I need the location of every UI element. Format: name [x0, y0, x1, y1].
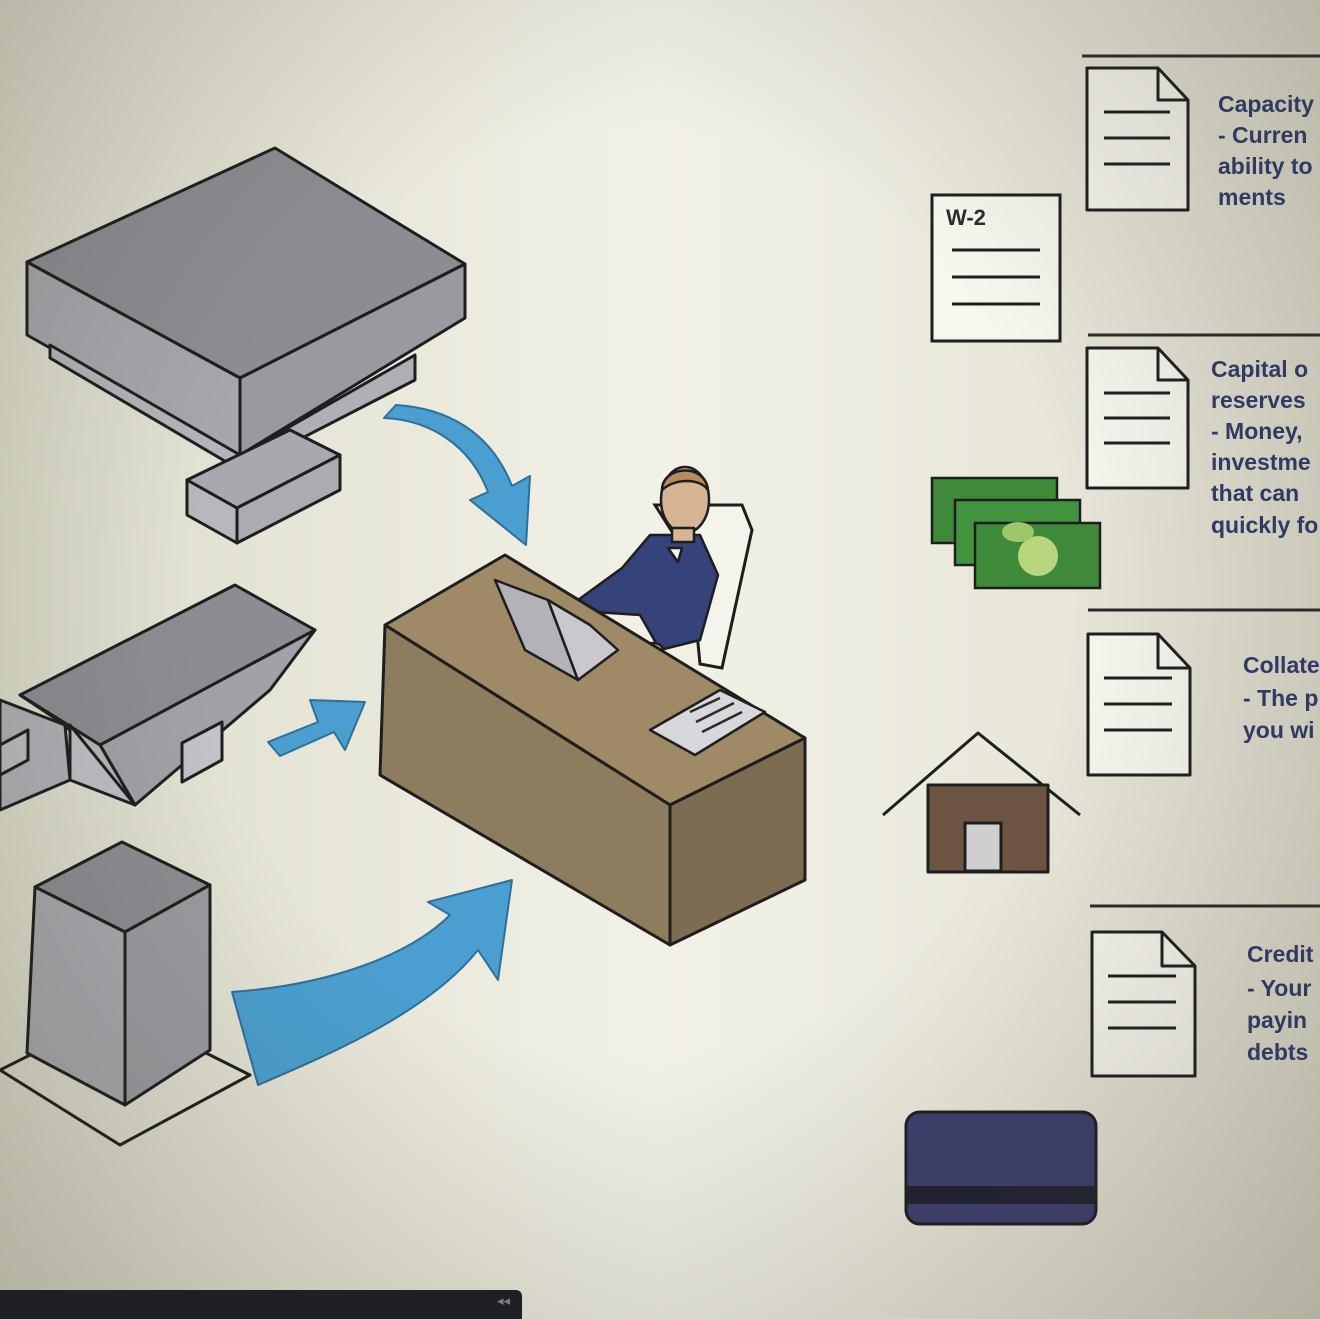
- building-middle: [0, 583, 317, 812]
- capacity-label: Capacity - Curren ability to ments: [1218, 91, 1314, 210]
- document-icon: [1085, 66, 1190, 212]
- curved-arrow-up-icon: [231, 879, 513, 1086]
- w2-form-icon: W-2: [930, 193, 1062, 343]
- capital-label: Capital o reserves - Money, investme tha…: [1211, 356, 1318, 538]
- credit-label: Credit - Your payin debts: [1247, 941, 1314, 1065]
- document-icon: [1086, 632, 1192, 777]
- bottom-scrollbar[interactable]: ◂◂: [0, 1290, 522, 1319]
- capital-line: Capital o: [1211, 356, 1308, 382]
- document-icon: [1090, 930, 1197, 1078]
- businessman: [562, 465, 720, 659]
- curved-arrow-down-icon: [383, 404, 531, 546]
- capital-line: - Money,: [1211, 418, 1303, 444]
- collateral-label: Collate - The p you wi: [1243, 652, 1320, 743]
- house-icon: [882, 731, 1081, 874]
- credit-line: payin: [1247, 1007, 1307, 1033]
- capital-line: that can: [1211, 480, 1299, 506]
- capacity-line: ability to: [1218, 153, 1313, 179]
- building-bottom: [0, 840, 252, 1147]
- collateral-line: Collate: [1243, 652, 1320, 678]
- scroll-left-icon[interactable]: ◂◂: [496, 1294, 510, 1309]
- capital-line: reserves: [1211, 387, 1306, 413]
- credit-line: debts: [1247, 1039, 1308, 1065]
- section-dividers: [1082, 54, 1320, 908]
- arrow-icons: [231, 404, 531, 1086]
- capacity-line: - Curren: [1218, 122, 1307, 148]
- building-top: [25, 146, 467, 545]
- capacity-line: ments: [1218, 184, 1286, 210]
- collateral-line: you wi: [1243, 717, 1315, 743]
- cash-stack-icon: [930, 476, 1102, 590]
- collateral-line: - The p: [1243, 685, 1318, 711]
- capital-line: quickly fo: [1211, 512, 1318, 538]
- credit-card-icon: [904, 1110, 1098, 1226]
- credit-line: Credit: [1247, 941, 1314, 967]
- straight-arrow-right-icon: [267, 699, 366, 757]
- laptop: [493, 578, 620, 682]
- credit-line: - Your: [1247, 975, 1311, 1001]
- capital-line: investme: [1211, 449, 1311, 475]
- papers-on-desk: [648, 688, 767, 757]
- document-icon: [1085, 346, 1190, 490]
- capacity-line: Capacity: [1218, 91, 1314, 117]
- w2-label: W-2: [946, 205, 986, 230]
